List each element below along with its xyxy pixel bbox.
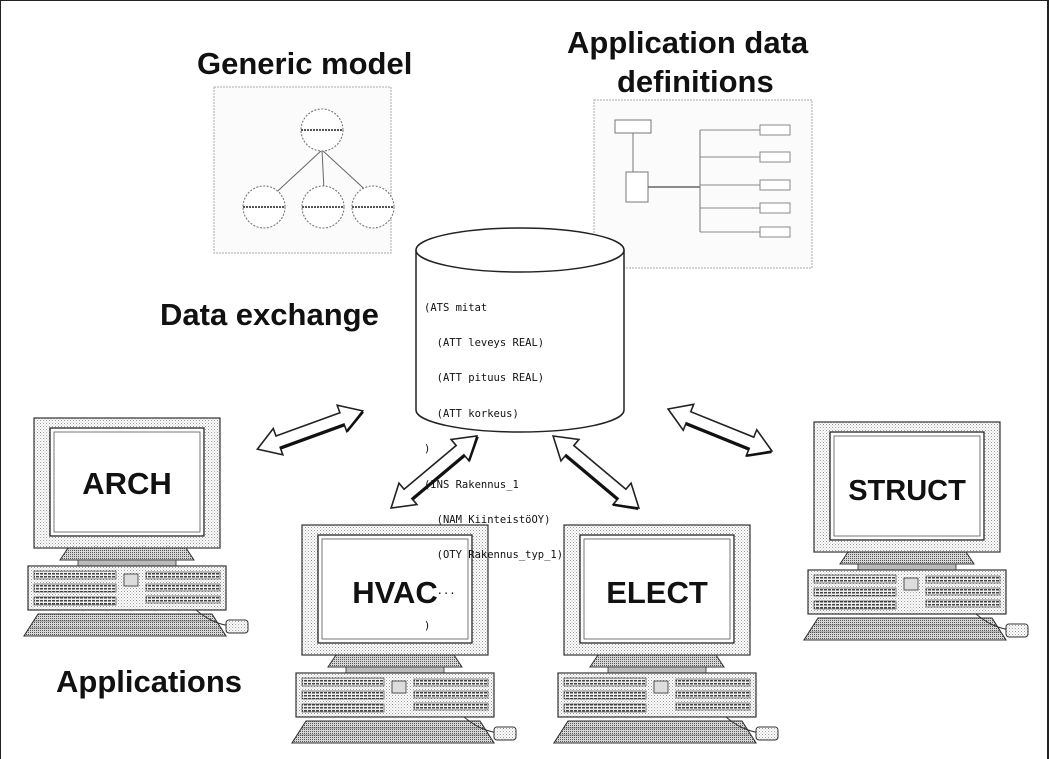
code-line: ... [424,584,456,597]
computer-label-arch: ARCH [82,466,172,501]
computer-hvac: HVAC [291,524,517,744]
application-data-title-line2: definitions [617,64,774,99]
computer-struct: STRUCT [803,421,1029,641]
code-line: (ATT korkeus) [424,407,519,420]
code-line: (INS Rakennus_1 [424,478,519,491]
arrow-arch-exchange [251,396,369,464]
data-exchange-title: Data exchange [160,297,379,332]
code-line: ) [424,443,431,456]
applications-title: Applications [56,664,243,699]
computer-arch: ARCH [23,417,249,637]
code-line: (ATS mitat [424,301,488,314]
code-line: (ATT pituus REAL) [424,372,545,385]
computer-elect: ELECT [553,524,779,744]
generic-model-figure [213,86,395,254]
generic-model-title: Generic model [197,46,413,81]
computer-label-struct: STRUCT [848,475,966,507]
computer-label-hvac: HVAC [352,575,438,610]
application-data-title-line1: Application data [567,25,809,60]
database-code-block: (ATS mitat (ATT leveys REAL) (ATT pituus… [424,279,563,645]
database-cylinder [415,227,625,433]
code-line: (OTY Rakennus_typ_1) [424,549,564,562]
code-line: (NAM KiinteistöOY) [424,513,551,526]
computer-label-elect: ELECT [606,575,708,610]
code-line: ) [424,620,431,633]
application-data-figure [593,99,813,269]
arrow-struct-exchange [661,394,779,466]
code-line: (ATT leveys REAL) [424,336,545,349]
